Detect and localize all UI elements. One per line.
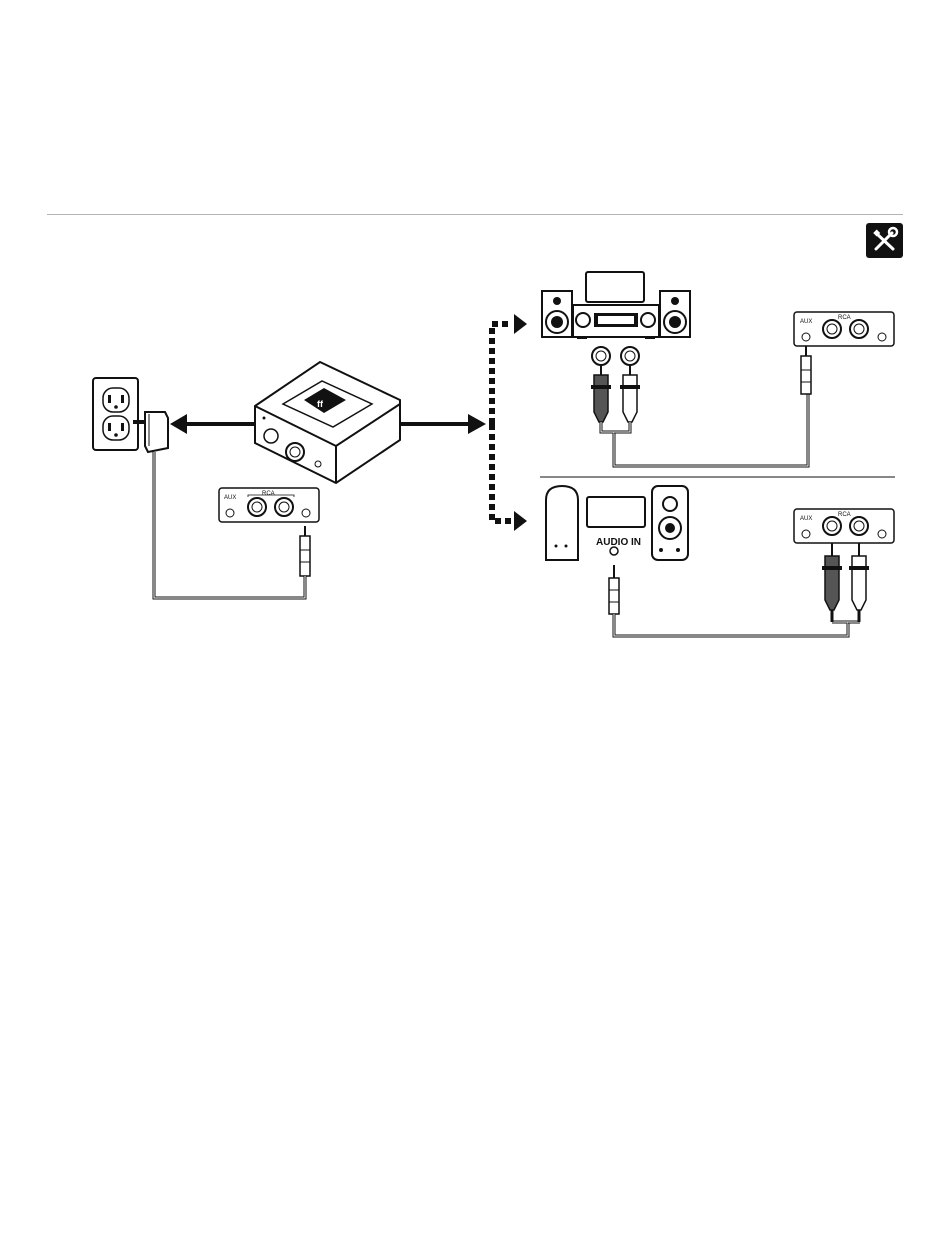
arrow-to-output xyxy=(400,414,486,434)
receiver-rear-panel-bottom: AUX RCA xyxy=(794,509,894,622)
stereo-rca-cable xyxy=(591,365,808,466)
rca-label: RCA xyxy=(262,491,275,497)
bluetooth-audio-receiver-icon: ff xyxy=(255,362,400,483)
aux-label-top: AUX xyxy=(800,319,812,325)
aux-label-bottom: AUX xyxy=(800,516,812,522)
speakers-aux-cable xyxy=(609,565,860,636)
rca-label-top: RCA xyxy=(838,315,851,321)
home-stereo-system-icon xyxy=(542,272,690,365)
receiver-rear-panel-top: AUX RCA xyxy=(794,312,894,394)
computer-speakers-icon xyxy=(546,486,688,560)
aux-label: AUX xyxy=(224,495,236,501)
wireless-link xyxy=(492,324,512,521)
svg-text:ff: ff xyxy=(317,399,324,409)
rca-label-bottom: RCA xyxy=(838,512,851,518)
receiver-usb-cable xyxy=(154,526,310,598)
receiver-rear-panel: AUX RCA xyxy=(219,488,319,522)
audio-in-label: AUDIO IN xyxy=(596,537,641,548)
arrow-to-stereo xyxy=(514,314,527,334)
arrow-to-power xyxy=(170,414,255,434)
power-outlet-icon xyxy=(93,378,138,450)
arrow-to-speakers xyxy=(514,511,527,531)
